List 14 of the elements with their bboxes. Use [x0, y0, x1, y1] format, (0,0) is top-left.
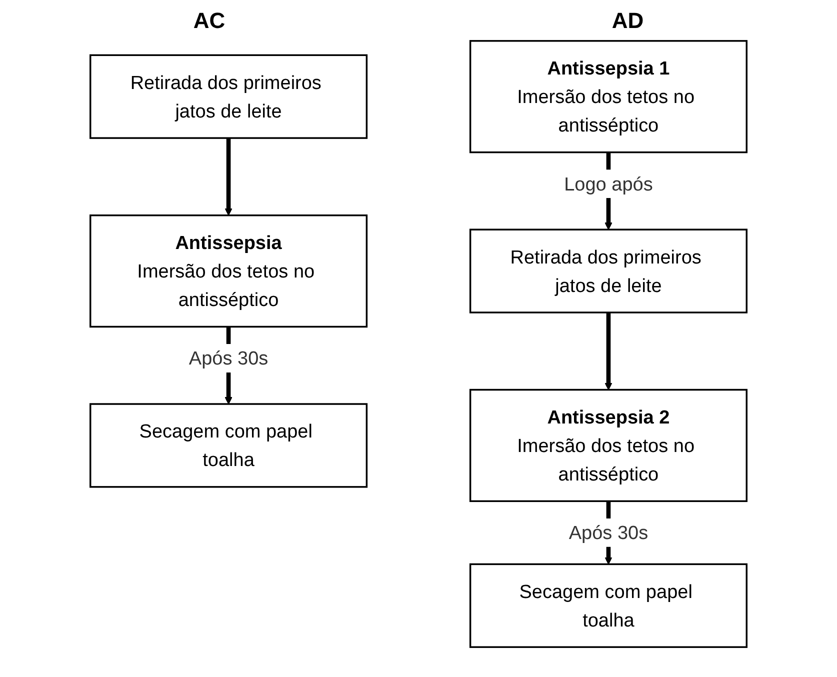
node-box: Secagem com papel toalha [90, 403, 368, 488]
column-heading: AC [193, 8, 226, 34]
node-box: Retirada dos primeiros jatos de leite [90, 54, 368, 139]
arrow [604, 312, 612, 390]
column-heading: AD [612, 8, 644, 34]
edge-label: Após 30s [188, 347, 268, 370]
edge-label: Logo após [564, 173, 653, 195]
node-box: Retirada dos primeiros jatos de leite [469, 228, 748, 314]
arrow [224, 138, 232, 216]
node-box: Antissepsia Imersão dos tetos no antisséptico [90, 214, 368, 328]
node-box: Antissepsia 2 Imersão dos tetos no antisséptico [469, 388, 748, 502]
edge-label: Após 30s [568, 522, 648, 544]
node-box: Antissepsia 1 Imersão dos tetos no antisséptico [469, 40, 748, 154]
node-box: Secagem com papel toalha [469, 563, 748, 648]
